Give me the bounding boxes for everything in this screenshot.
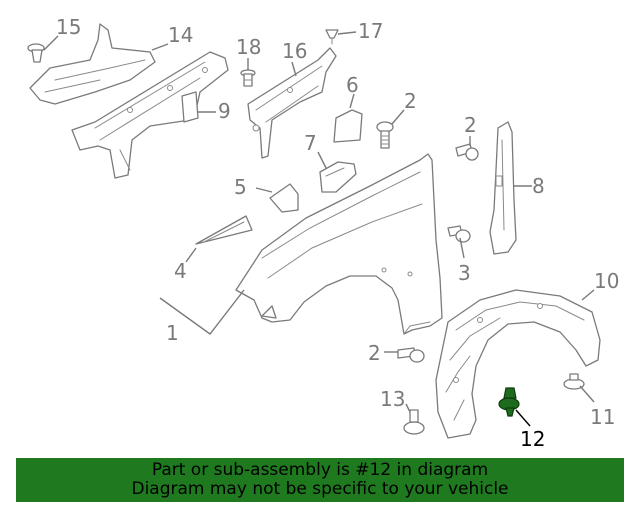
part-3-bolt — [447, 225, 471, 243]
part-10-fender-liner — [435, 289, 601, 439]
part-7-cover — [319, 161, 357, 193]
part-16-fender-bracket — [247, 47, 337, 159]
part-5-seal — [269, 183, 299, 213]
part-2-bolt-lower — [397, 347, 425, 363]
callout-13: 13 — [380, 387, 405, 411]
callout-4: 4 — [174, 259, 187, 283]
part-13-push-pin — [403, 409, 425, 435]
part-17-clip — [325, 29, 339, 45]
callout-labels: 15 14 9 18 16 17 6 2 2 8 7 5 4 1 3 2 10 … — [56, 15, 619, 451]
callout-1: 1 — [166, 321, 179, 345]
part-14-apron-bracket — [71, 51, 229, 179]
callout-16: 16 — [282, 39, 307, 63]
part-8-support-bracket — [489, 121, 517, 255]
part-2-bolt-right — [455, 143, 479, 161]
callout-17: 17 — [358, 19, 383, 43]
part-9-bracket — [181, 91, 199, 123]
part-18-push-pin — [240, 69, 256, 87]
part-4-seal — [195, 215, 253, 245]
leader-lines — [43, 31, 595, 427]
callout-10: 10 — [594, 269, 619, 293]
part-12-highlighted-clip — [498, 387, 520, 417]
part-6-panel — [333, 109, 363, 143]
banner-line-2: Diagram may not be specific to your vehi… — [131, 479, 509, 499]
callout-11: 11 — [590, 405, 615, 429]
callout-18: 18 — [236, 35, 261, 59]
callout-5: 5 — [234, 175, 247, 199]
part-15-clip — [27, 43, 45, 63]
part-1-fender — [235, 153, 443, 335]
callout-9: 9 — [218, 99, 231, 123]
callout-3: 3 — [458, 261, 471, 285]
part-15-splash-shield — [29, 23, 156, 105]
part-2-bolt-top — [376, 121, 394, 149]
callout-7: 7 — [304, 131, 317, 155]
callout-2-top: 2 — [404, 89, 417, 113]
banner-line-1: Part or sub-assembly is #12 in diagram — [151, 460, 489, 480]
part-11-clip — [563, 373, 585, 390]
callout-14: 14 — [168, 23, 193, 47]
callout-2-right: 2 — [464, 113, 477, 137]
part-info-banner: Part or sub-assembly is #12 in diagram D… — [16, 458, 624, 502]
callout-6: 6 — [346, 73, 359, 97]
parts-diagram: 15 14 9 18 16 17 6 2 2 8 7 5 4 1 3 2 10 … — [27, 15, 619, 451]
callout-15: 15 — [56, 15, 81, 39]
callout-8: 8 — [532, 174, 545, 198]
callout-12: 12 — [520, 427, 545, 451]
callout-2-lower: 2 — [368, 341, 381, 365]
